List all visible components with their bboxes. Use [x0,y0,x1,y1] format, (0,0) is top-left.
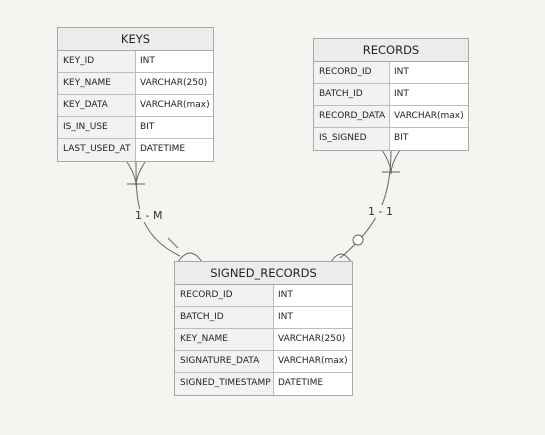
keys-columns: KEY_ID INT KEY_NAME VARCHAR(250) KEY_DAT… [58,51,213,161]
table-row: RECORD_ID INT [175,285,352,307]
records-signed-connector [339,149,392,259]
column-type: INT [390,84,468,105]
table-row: RECORD_ID INT [314,62,468,84]
signed-records-table[interactable]: SIGNED_RECORDS RECORD_ID INT BATCH_ID IN… [174,261,353,396]
column-name: RECORD_ID [314,62,390,83]
column-name: SIGNATURE_DATA [175,351,274,372]
column-name: BATCH_ID [175,307,274,328]
records-table[interactable]: RECORDS RECORD_ID INT BATCH_ID INT RECOR… [313,38,469,151]
table-row: BATCH_ID INT [314,84,468,106]
column-name: LAST_USED_AT [58,139,136,161]
records-table-title: RECORDS [314,39,468,62]
relationship-label-1-m: 1 - M [133,209,165,222]
column-type: DATETIME [136,139,213,161]
column-type: VARCHAR(max) [136,95,213,116]
column-name: RECORD_ID [175,285,274,306]
keys-table-title: KEYS [58,28,213,51]
column-name: KEY_DATA [58,95,136,116]
column-type: INT [136,51,213,72]
table-row: SIGNATURE_DATA VARCHAR(max) [175,351,352,373]
column-type: INT [274,307,352,328]
signed-records-columns: RECORD_ID INT BATCH_ID INT KEY_NAME VARC… [175,285,352,395]
table-row: IS_IN_USE BIT [58,117,213,139]
signed-optional-circle [352,234,364,246]
column-name: KEY_NAME [58,73,136,94]
relationship-label-1-1: 1 - 1 [366,205,395,218]
column-name: IS_IN_USE [58,117,136,138]
column-type: BIT [136,117,213,138]
column-type: VARCHAR(250) [274,329,352,350]
records-one-crowfoot [381,149,401,175]
signed-many-bar [167,237,179,249]
keys-one-crowfoot [126,161,146,187]
table-row: KEY_NAME VARCHAR(250) [58,73,213,95]
table-row: KEY_DATA VARCHAR(max) [58,95,213,117]
records-columns: RECORD_ID INT BATCH_ID INT RECORD_DATA V… [314,62,468,150]
table-row: KEY_ID INT [58,51,213,73]
column-type: BIT [390,128,468,150]
signed-one-crowfoot [330,253,352,263]
keys-table[interactable]: KEYS KEY_ID INT KEY_NAME VARCHAR(250) KE… [57,27,214,162]
table-row: BATCH_ID INT [175,307,352,329]
column-type: VARCHAR(max) [274,351,352,372]
table-row: SIGNED_TIMESTAMP DATETIME [175,373,352,395]
column-name: SIGNED_TIMESTAMP [175,373,274,395]
column-name: KEY_ID [58,51,136,72]
table-row: IS_SIGNED BIT [314,128,468,150]
column-type: VARCHAR(max) [390,106,468,127]
table-row: KEY_NAME VARCHAR(250) [175,329,352,351]
signed-many-crowfoot [177,252,203,263]
table-row: LAST_USED_AT DATETIME [58,139,213,161]
column-name: RECORD_DATA [314,106,390,127]
column-type: INT [390,62,468,83]
signed-records-table-title: SIGNED_RECORDS [175,262,352,285]
table-row: RECORD_DATA VARCHAR(max) [314,106,468,128]
column-type: INT [274,285,352,306]
column-name: IS_SIGNED [314,128,390,150]
column-type: VARCHAR(250) [136,73,213,94]
column-name: BATCH_ID [314,84,390,105]
column-name: KEY_NAME [175,329,274,350]
column-type: DATETIME [274,373,352,395]
